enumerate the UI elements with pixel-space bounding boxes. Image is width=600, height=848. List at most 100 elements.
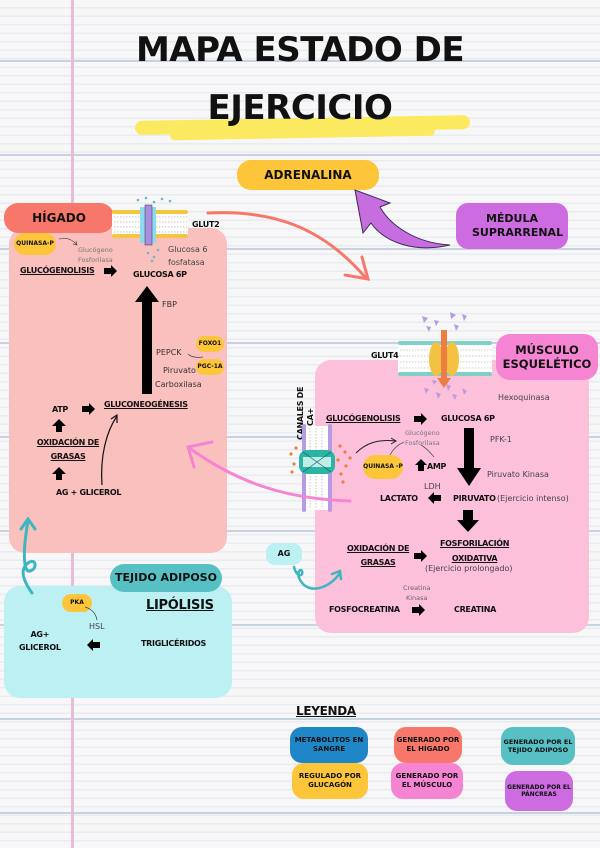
text: Fosforilasa (78, 256, 113, 264)
piruvato-carboxilasa-label-1: Piruvato (163, 366, 196, 375)
medula-label: MÉDULA SUPRARRENAL (472, 212, 564, 239)
arrow-up-icon (415, 459, 427, 471)
text: Fosforilasa (405, 439, 440, 447)
glucogeno-fosforilasa-musculo-label: Glucógeno Fosforilasa (405, 428, 440, 448)
glucogenolisis-label: GLUCÓGENOLISIS (20, 266, 95, 275)
curved-arrow-icon (292, 565, 343, 590)
lipolisis-label: LIPÓLISIS (146, 598, 214, 613)
lactato-label: LACTATO (380, 494, 418, 503)
oxidacion-grasas-musculo-label: OXIDACIÓN DE GRASAS (347, 542, 409, 570)
curved-arrow-icon (206, 211, 371, 281)
creatina-label: CREATINA (454, 605, 496, 614)
ldh-label: LDH (424, 482, 441, 491)
arrow-right-icon (104, 265, 117, 277)
text: OXIDACIÓN DE (347, 544, 410, 553)
title-line-2: EJERCICIO (207, 88, 393, 128)
text: AG+ (30, 630, 50, 639)
title-line-1: MAPA ESTADO DE (135, 30, 465, 70)
piruvato-kinasa-label: Piruvato Kinasa (487, 470, 549, 479)
arrow-left-icon (87, 639, 100, 651)
pgc-1a-badge: PGC-1A (196, 359, 224, 375)
glut4-transporter-icon (398, 312, 492, 400)
glut4-label: GLUT4 (371, 351, 399, 360)
ag-musculo-badge: AG (266, 543, 302, 565)
fosfocreatina-label: FOSFOCREATINA (329, 605, 400, 614)
musculo-label: MÚSCULO ESQUELÉTICO (496, 334, 598, 380)
glucosa-6p-label: GLUCOSA 6P (133, 270, 187, 279)
text: GRASAS (360, 558, 396, 567)
glucosa-6-fosfatasa-label: Glucosa 6 fosfatasa (168, 243, 208, 269)
ag-glicerol-adiposo-label: AG+ GLICEROL (19, 628, 61, 654)
quinasa-p-badge: QUINASA-P (14, 233, 56, 255)
arrow-left-icon (428, 492, 441, 504)
ejercicio-intenso-label: (Ejercicio intenso) (497, 494, 569, 503)
text: OXIDATIVA (451, 554, 498, 563)
piruvato-carboxilasa-label-2: Carboxilasa (155, 380, 202, 389)
text: MÚSCULO (515, 342, 579, 357)
arrow-right-icon (414, 413, 427, 425)
curved-arrow-icon (186, 440, 352, 503)
pka-badge: PKA (62, 594, 92, 612)
text: Creatina (403, 584, 431, 592)
curved-arrow-icon (101, 413, 118, 486)
adrenalina-badge: ADRENALINA (237, 160, 379, 190)
pfk-1-label: PFK-1 (490, 435, 512, 444)
legend-item-musculo: GENERADO POR EL MÚSCULO (391, 763, 463, 799)
creatina-kinasa-label: Creatina Kinasa (403, 583, 431, 603)
glucosa-6p-musculo-label: GLUCOSA 6P (441, 414, 495, 423)
higado-label: HÍGADO (4, 203, 114, 233)
oxidacion-grasas-label: OXIDACIÓN DE GRASAS (35, 436, 101, 464)
legend-item-pancreas: GENERADO POR EL PÁNCREAS (505, 771, 573, 811)
musculo-panel (315, 360, 589, 633)
atp-label: ATP (52, 405, 68, 414)
text: GRASAS (50, 452, 86, 461)
hexoquinasa-label: Hexoquinasa (498, 393, 550, 402)
amp-label: AMP (427, 462, 447, 471)
text: GLICEROL (19, 643, 61, 652)
legend-item-adiposo: GENERADO POR EL TEJIDO ADIPOSO (501, 727, 575, 765)
arrow-right-icon (82, 403, 95, 415)
curved-arrow-icon (354, 189, 451, 249)
higado-panel (9, 228, 227, 553)
legend-item-higado: GENERADO POR EL HÍGADO (394, 727, 462, 763)
medula-suprarrenal-badge: MÉDULA SUPRARRENAL (456, 203, 568, 249)
pepck-label: PEPCK (156, 348, 182, 357)
glut2-transporter-icon (112, 196, 188, 263)
adiposo-label: TEJIDO ADIPOSO (110, 564, 222, 592)
arrow-up-icon (135, 286, 159, 394)
ejercicio-prolongado-label: (Ejercicio prolongado) (425, 564, 513, 573)
hsl-label: HSL (89, 622, 105, 631)
arrow-up-icon (52, 467, 66, 480)
glut2-label: GLUT2 (192, 220, 220, 229)
arrow-down-icon (457, 428, 481, 486)
arrow-right-icon (412, 604, 425, 616)
piruvato-label: PIRUVATO (453, 494, 496, 503)
leyenda-title: LEYENDA (296, 704, 356, 718)
text: fosfatasa (168, 258, 205, 267)
legend-item-glucagon: REGULADO POR GLUCAGÓN (292, 763, 368, 799)
legend-item-metabolitos: METABOLITOS EN SANGRE (290, 727, 368, 763)
gluconeogenesis-label: GLUCONEOGÉNESIS (104, 400, 188, 409)
arrow-down-icon (457, 510, 479, 532)
curved-arrow-icon (355, 437, 397, 454)
adiposo-panel (4, 586, 232, 698)
glucogeno-fosforilasa-label: Glucógeno Fosforilasa (78, 245, 113, 265)
curved-arrow-icon (187, 353, 204, 358)
text: Glucosa 6 (168, 245, 208, 254)
text: FOSFORILACIÓN (440, 539, 510, 548)
curved-arrow-icon (19, 516, 37, 595)
text: Glucógeno (78, 246, 113, 254)
ag-glicerol-label: AG + GLICEROL (56, 488, 122, 497)
quinasa-p-musculo-badge: QUINASA -P (363, 455, 403, 479)
curved-arrow-icon (84, 606, 98, 621)
text: OXIDACIÓN DE (36, 438, 100, 447)
fosforilacion-oxidativa-label: FOSFORILACIÓN OXIDATIVA (440, 536, 509, 566)
curved-arrow-icon (389, 441, 405, 456)
foxo1-badge: FOXO1 (196, 336, 224, 352)
curved-arrow-icon (420, 444, 435, 458)
fbp-label: FBP (162, 300, 177, 309)
curved-arrow-icon (58, 237, 78, 246)
glucogenolisis-musculo-label: GLUCÓGENOLISIS (326, 414, 401, 423)
text: Kinasa (405, 594, 428, 602)
arrow-right-icon (414, 550, 427, 562)
